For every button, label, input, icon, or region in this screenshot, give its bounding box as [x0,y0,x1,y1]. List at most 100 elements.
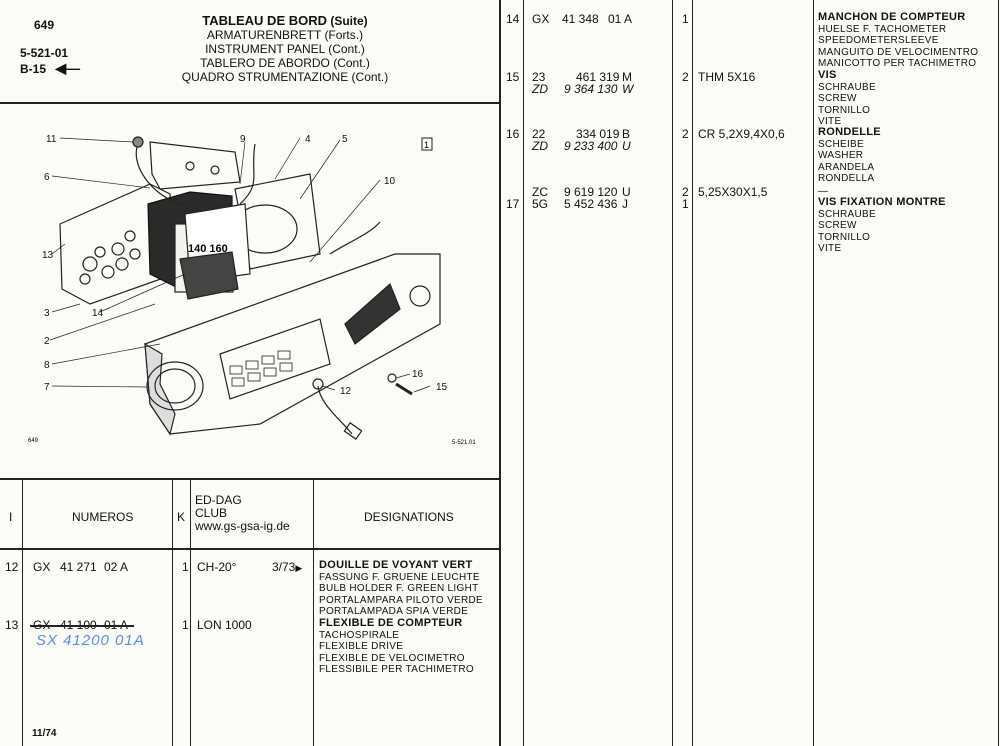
col-header-designations: DESIGNATIONS [364,510,454,524]
designation-line: SPEEDOMETERSLEEVE [818,35,939,46]
part-number: 334 019 [576,127,620,141]
alt-part-prefix: ZD [532,139,548,153]
gauge-label: 140 160 [188,243,228,255]
alt-part-prefix: ZD [532,82,548,96]
title-it: QUADRO STRUMENTAZIONE (Cont.) [181,70,389,84]
footer-date: 11/74 [32,728,57,739]
alt-part-number: 9 364 130 [564,82,618,96]
alt-part-number: 9 233 400 [564,139,618,153]
row-qty: 1 [682,197,689,211]
callout-10: 10 [384,176,396,187]
club-line-1: ED-DAG [195,493,242,507]
designation-line: PORTALAMPARA PILOTO VERDE [319,594,484,606]
callout-3: 3 [44,308,50,319]
cable-11 [135,143,181,205]
designation-line: VITE [818,116,842,127]
row-spec: 5,25X30X1,5 [698,185,768,199]
row-qty: 1 [182,560,189,574]
row-designations: DOUILLE DE VOYANT VERT FASSUNG F. GRUENE… [319,559,484,618]
part-number: 41 271 [60,560,97,574]
designation-line: VIS [818,69,837,81]
row-item: 15 [506,70,520,84]
handwritten-correction: SX 41200 01A [36,632,145,649]
row-qty: 2 [682,185,689,199]
part-suffix: 02 A [104,560,129,574]
part-prefix: GX [33,560,51,574]
right-col-rule-spec [813,0,814,746]
right-col-rule-numeros [672,0,673,746]
designation-line: FLESSIBILE PER TACHIMETRO [319,664,474,675]
facia-gauge-left [146,361,204,411]
callout-9: 9 [240,134,246,145]
designation-line: MANICOTTO PER TACHIMETRO [818,58,977,69]
designation-line: PORTALAMPADA SPIA VERDE [319,606,469,617]
callout-6: 6 [44,172,50,183]
part-number: 5 452 436 [564,197,618,211]
part-prefix: 23 [532,70,546,84]
pod-14 [179,251,239,300]
title-en: INSTRUMENT PANEL (Cont.) [205,42,365,56]
callout-4: 4 [305,134,311,145]
row-designations: VIS FIXATION MONTRE SCHRAUBE SCREW TORNI… [818,196,946,255]
designation-line: RONDELLE [818,126,881,138]
row-spec: CH-20° [197,560,237,574]
designation-line: FASSUNG F. GRUENE LEUCHTE [319,571,480,583]
row-item: 14 [506,12,520,26]
part-number: 9 619 120 [564,185,618,199]
designation-line: TORNILLO [818,231,871,243]
screw-15 [395,382,413,396]
washer-16 [387,373,397,383]
right-edge-rule [998,0,999,746]
designation-line: TACHOSPIRALE [319,629,400,641]
upper-bracket [149,141,241,190]
club-url: www.gs-gsa-ig.de [195,519,290,533]
col-header-item: I [9,510,13,524]
title-fr: TABLEAU DE BORD [202,13,327,28]
row-qty: 2 [682,70,689,84]
row-date: 3/73▶ [272,560,302,574]
ref-sub: B-15 ◀— [20,60,80,77]
callout-2: 2 [44,336,50,347]
arrow-left-icon: ◀— [55,60,81,76]
callout-12: 12 [340,386,352,397]
row-spec: THM 5X16 [698,70,756,84]
triangle-right-icon: ▶ [295,563,303,573]
col-rule-numeros [172,480,173,746]
designation-line: MANGUITO DE VELOCIMENTRO [818,46,979,58]
part-prefix: ZC [532,185,548,199]
view-number-box [421,137,433,151]
row-qty: 2 [682,127,689,141]
facia-gauge-right [409,285,431,307]
header-bottom-rule [0,102,500,104]
designation-line: RONDELLA [818,173,875,184]
designation-line: SCREW [818,93,857,104]
part-prefix: 22 [532,127,546,141]
designation-line: HUELSE F. TACHOMETER [818,23,947,35]
designation-line: VIS FIXATION MONTRE [818,196,946,208]
callout-8: 8 [44,360,50,371]
diagram-bottom-rule [0,478,500,480]
designation-line: ARANDELA [818,161,875,173]
row-designations: MANCHON DE COMPTEUR HUELSE F. TACHOMETER… [818,11,979,70]
callout-14: 14 [92,308,104,319]
col-header-numeros: NUMEROS [72,510,134,524]
part-suffix: U [622,185,631,199]
designation-line: FLEXIBLE DE COMPTEUR [319,617,463,629]
alt-part-suffix: U [622,139,631,153]
part-prefix: GX [532,12,550,26]
row-date-text: 3/73 [272,560,296,574]
ref-code: 5-521-01 [20,46,69,60]
club-line-2: CLUB [195,506,228,520]
page-title: TABLEAU DE BORD (Suite) [120,13,450,29]
ref-sub-text: B-15 [20,62,47,76]
callout-5: 5 [342,134,348,145]
part-number: 41 348 [562,12,599,26]
designation-line: MANCHON DE COMPTEUR [818,11,966,23]
row-designations: FLEXIBLE DE COMPTEUR TACHOSPIRALE FLEXIB… [319,617,474,676]
designation-line: BULB HOLDER F. GREEN LIGHT [319,583,479,594]
designation-line: SCHRAUBE [818,208,876,220]
designation-line: FLEXIBLE DE VELOCIMETRO [319,652,465,664]
col-rule-item [22,480,23,746]
row-item: 12 [5,560,19,574]
